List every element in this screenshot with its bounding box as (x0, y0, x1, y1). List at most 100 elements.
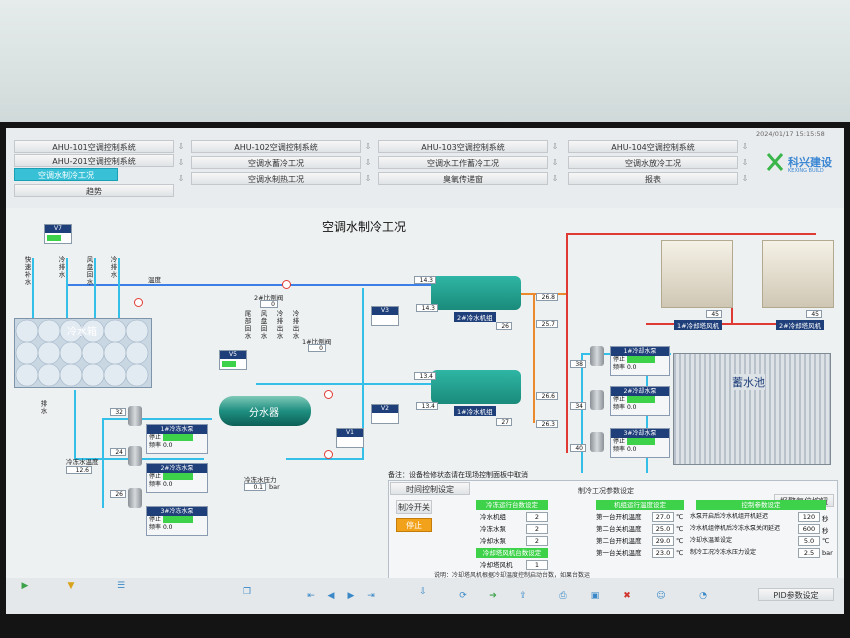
temp-row-value[interactable]: 23.0 (652, 548, 674, 558)
forward-icon[interactable]: ➔ (489, 591, 497, 601)
menu-cooling-mode[interactable]: 空调水制冷工况 (14, 168, 118, 181)
valve1-label: 2#比例阀 (254, 294, 284, 302)
ctrl-row-value[interactable]: 600 (798, 524, 820, 534)
cold-pump-3-panel[interactable]: 3#冷冻水泵 停止 频率 0.0 (146, 506, 208, 536)
temp-row-value[interactable]: 25.0 (652, 524, 674, 534)
valve2-label: 1#比例阀 (302, 338, 332, 346)
temp-unit: ℃ (676, 549, 684, 557)
cool-pump-2-panel[interactable]: 2#冷却水泵 停止 频率 0.0 (610, 386, 670, 416)
cooling-tower-1[interactable] (661, 240, 733, 308)
menu-ahu103[interactable]: AHU-103空调控制系统 (378, 140, 548, 153)
print-icon[interactable]: ⎙ (559, 591, 567, 601)
cool-pump-3-hz: 40 (570, 444, 586, 452)
valve-icon[interactable] (282, 280, 291, 289)
unit-row-value[interactable]: 2 (526, 524, 548, 534)
next-icon[interactable]: ▶ (347, 591, 355, 601)
refresh-icon[interactable]: ⟳ (459, 591, 467, 601)
pipe (581, 353, 583, 473)
logo-subtext: KEXING BUILD (788, 168, 824, 174)
pid-settings-button[interactable]: PID参数设定 (758, 588, 834, 601)
freq-label: 频率 (149, 442, 162, 449)
fan-2-label: 2#冷却塔风机 (776, 320, 825, 330)
chiller-2[interactable] (431, 370, 521, 404)
cold-pump-1-panel[interactable]: 1#冷冻水泵 停止 频率 0.0 (146, 424, 208, 454)
fan-2-hz: 45 (806, 310, 822, 318)
delete-icon[interactable]: ✖ (623, 591, 631, 601)
menu-release-mode[interactable]: 空调水放冷工况 (568, 156, 738, 169)
filter-icon[interactable]: ▼ (67, 581, 75, 591)
valve-v1[interactable]: V1 (336, 428, 364, 448)
valve-v2[interactable]: V2 (371, 404, 399, 424)
user-icon[interactable]: ☺ (656, 591, 666, 601)
valve-v3[interactable]: V3 (371, 306, 399, 326)
cooling-switch-button[interactable]: 制冷开关 (396, 500, 432, 514)
menu-work-storage[interactable]: 空调水工作蓄冷工况 (378, 156, 548, 169)
preview-icon[interactable]: ▣ (590, 591, 600, 601)
pipe (566, 233, 816, 235)
menu-report[interactable]: 报表 (568, 172, 738, 185)
valve-v2-label: V2 (372, 405, 398, 413)
tab-time-control[interactable]: 时间控制设定 (390, 482, 470, 495)
fan-count-header: 冷却塔风机台数设定 (476, 548, 548, 558)
valve-v5[interactable]: V5 (219, 350, 247, 370)
valve-icon[interactable] (324, 390, 333, 399)
menu-ahu104[interactable]: AHU-104空调控制系统 (568, 140, 738, 153)
menu-storage-mode[interactable]: 空调水蓄冷工况 (191, 156, 361, 169)
cold-pump-1-name: 1#冷冻水泵 (147, 425, 207, 434)
chiller-1[interactable] (431, 276, 521, 310)
ctrl-unit: 秒 (822, 515, 829, 523)
menu-ozone[interactable]: 臭氧传递窗 (378, 172, 548, 185)
cold-pump-2-panel[interactable]: 2#冷冻水泵 停止 频率 0.0 (146, 463, 208, 493)
cold-pump-3-name: 3#冷冻水泵 (147, 507, 207, 516)
temp-row-value[interactable]: 29.0 (652, 536, 674, 546)
temp-14-3b: 14.3 (416, 304, 438, 312)
fan-row-value[interactable]: 1 (526, 560, 548, 570)
pipe-label: 冷排水 (109, 256, 117, 279)
valve-v7-status (47, 235, 61, 241)
unit-row-label: 冷冻水泵 (480, 525, 506, 533)
cool-pump-2-name: 2#冷却水泵 (611, 387, 669, 396)
valve-icon[interactable] (324, 450, 333, 459)
unit-row-value[interactable]: 2 (526, 536, 548, 546)
pump-icon (590, 432, 604, 452)
import-icon[interactable]: ⇩ (419, 587, 427, 597)
copy-icon[interactable]: ❐ (242, 587, 252, 597)
valve-v7[interactable]: V7 (44, 224, 72, 244)
cold-water-tank: 冷水箱 (14, 318, 152, 388)
pipe-label: 冷排水 (57, 256, 65, 279)
cool-pump-1-panel[interactable]: 1#冷却水泵 停止 频率 0.0 (610, 346, 670, 376)
stop-button[interactable]: 停止 (396, 518, 432, 532)
chevron-icon: ⇩ (551, 174, 559, 183)
cooling-tower-2[interactable] (762, 240, 834, 308)
menu-trend[interactable]: 趋势 (14, 184, 174, 197)
menu-ahu101[interactable]: AHU-101空调控制系统 (14, 140, 174, 153)
temp-row-label: 第二台开机温度 (596, 537, 642, 545)
ctrl-row-value[interactable]: 120 (798, 512, 820, 522)
first-icon[interactable]: ⇤ (307, 591, 315, 601)
ctrl-row-value[interactable]: 5.0 (798, 536, 820, 546)
menu-ahu102[interactable]: AHU-102空调控制系统 (191, 140, 361, 153)
cold-pump-2-hz: 24 (110, 448, 126, 456)
ctrl-row-value[interactable]: 2.5 (798, 548, 820, 558)
menu-heating-mode[interactable]: 空调水制热工况 (191, 172, 361, 185)
chiller-1-hz: 27 (496, 418, 512, 426)
export-icon[interactable]: ⇪ (519, 591, 527, 601)
cool-pump-3-panel[interactable]: 3#冷却水泵 停止 频率 0.0 (610, 428, 670, 458)
temp-13-4: 13.4 (414, 372, 436, 380)
prev-icon[interactable]: ◀ (327, 591, 335, 601)
unit-row-value[interactable]: 2 (526, 512, 548, 522)
splitter-label: 分水器 (249, 408, 279, 419)
ctrl-row-label: 水泵开启后冷水机组开机延迟 (690, 513, 769, 520)
pipe (286, 458, 364, 460)
menu-ahu201[interactable]: AHU-201空调控制系统 (14, 154, 174, 167)
valve-icon[interactable] (134, 298, 143, 307)
play-icon[interactable]: ▶ (21, 581, 29, 591)
timestamp: 2024/01/17 15:15:58 (756, 130, 825, 138)
last-icon[interactable]: ⇥ (367, 591, 375, 601)
logo-text: 科兴建设 (788, 156, 832, 169)
list-icon[interactable]: ☰ (116, 581, 126, 591)
temp-row-value[interactable]: 27.0 (652, 512, 674, 522)
timer-icon[interactable]: ◔ (699, 591, 707, 601)
cool-pump-3-name: 3#冷却水泵 (611, 429, 669, 438)
ctrl-row-label: 制冷工况冷冻水压力设定 (690, 549, 757, 556)
